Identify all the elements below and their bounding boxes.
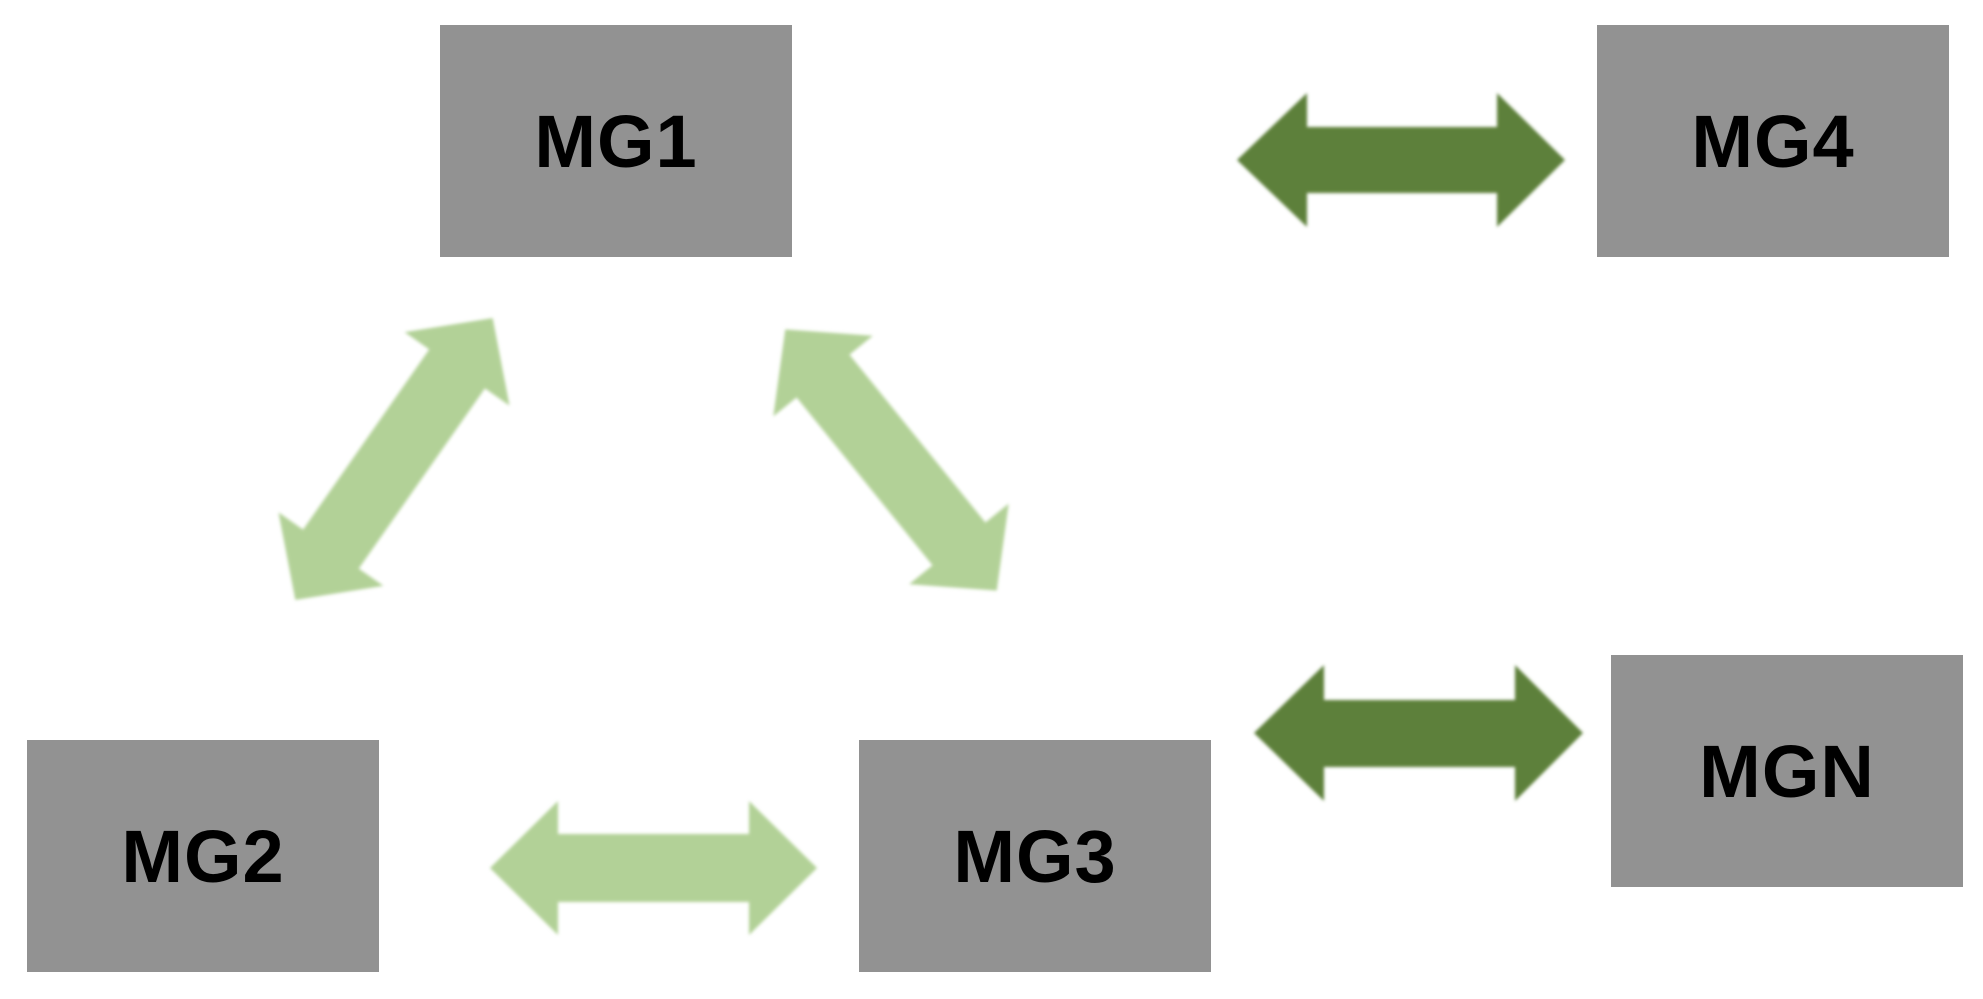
node-mg3-label: MG3 xyxy=(953,814,1117,898)
node-mg2: MG2 xyxy=(27,740,379,972)
double-arrow-mg1-mg3 xyxy=(773,329,1009,591)
node-mg1: MG1 xyxy=(440,25,792,257)
node-mg1-label: MG1 xyxy=(534,99,698,183)
node-mg2-label: MG2 xyxy=(121,814,285,898)
double-arrow-mg4 xyxy=(1237,93,1565,227)
double-arrow-mgn xyxy=(1254,665,1583,801)
double-arrow-mg1-mg2 xyxy=(278,318,510,600)
node-mgn-label: MGN xyxy=(1699,729,1875,813)
node-mgn: MGN xyxy=(1611,655,1963,887)
node-mg4: MG4 xyxy=(1597,25,1949,257)
node-mg4-label: MG4 xyxy=(1691,99,1855,183)
node-mg3: MG3 xyxy=(859,740,1211,972)
double-arrow-mg2-mg3 xyxy=(490,801,817,935)
